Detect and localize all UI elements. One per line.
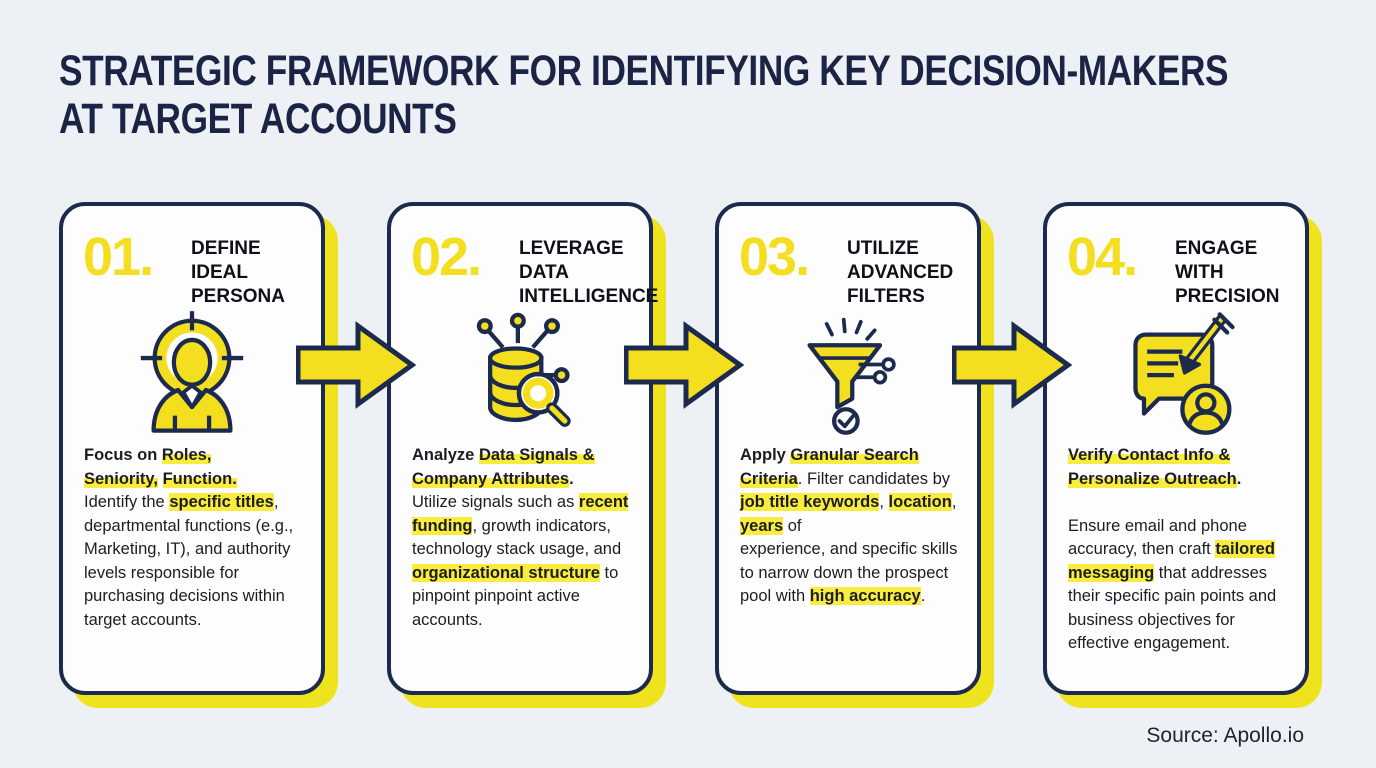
body-text: Identify the	[84, 493, 170, 511]
flow-arrow-icon	[952, 321, 1072, 409]
page-title-line1: STRATEGIC FRAMEWORK FOR IDENTIFYING KEY …	[59, 47, 1229, 95]
body-text: Utilize signals such as	[412, 493, 579, 511]
body-text: ,	[879, 493, 889, 511]
highlighted-text: organizational structure	[412, 563, 600, 582]
body-text: Analyze	[412, 446, 479, 464]
page-title-line2: AT TARGET ACCOUNTS	[59, 95, 457, 143]
step-number: 03.	[739, 227, 810, 287]
body-text: departmental functions (e.g., Marketing,…	[84, 516, 294, 629]
body-text: . Filter candidates by	[797, 469, 951, 488]
step-body: Analyze Data Signals & Company Attributes…	[412, 444, 631, 632]
flow-arrow-icon	[296, 321, 416, 409]
highlighted-text: Verify Contact Info &	[1068, 446, 1231, 464]
step-title: DEFINE IDEAL PERSONA	[191, 238, 285, 307]
step-icon-container	[391, 302, 649, 444]
step-card: 02. LEVERAGE DATA INTELLIGENCE Analyze D…	[387, 202, 658, 695]
highlighted-text: specific titles	[169, 493, 274, 511]
body-text: to pinpoint pinpoint active accounts.	[412, 563, 619, 629]
step-number: 02.	[411, 227, 482, 287]
persona-target-icon	[140, 311, 244, 433]
step-icon-container	[63, 302, 321, 444]
body-text: Apply	[740, 446, 791, 464]
step-card: 04. ENGAGE WITH PRECISION Verify Contact…	[1043, 202, 1309, 695]
body-text: experience, and specific skills to narro…	[740, 540, 958, 605]
highlighted-text: high accuracy	[809, 587, 921, 605]
step-card-header: 04. ENGAGE WITH PRECISION	[1047, 206, 1305, 309]
body-text: ,	[273, 493, 279, 511]
body-text: ,	[951, 493, 957, 511]
highlighted-text: Roles,	[161, 446, 212, 464]
engage-precision-icon	[1133, 312, 1235, 435]
body-text: .	[1236, 469, 1242, 488]
highlighted-text: Personalize Outreach	[1068, 469, 1237, 488]
advanced-filter-icon	[807, 317, 896, 435]
step-body: Focus on Roles,Seniority, Function. Ident…	[84, 444, 303, 632]
body-text: .	[569, 469, 574, 488]
step-card-header: 01. DEFINE IDEAL PERSONA	[63, 206, 321, 309]
body-text: of	[783, 516, 802, 535]
step-number: 04.	[1067, 227, 1138, 287]
step-icon-container	[719, 302, 977, 444]
body-text: Focus on	[84, 446, 162, 464]
step-title: ENGAGE WITH PRECISION	[1175, 238, 1280, 307]
source-attribution: Source: Apollo.io	[1146, 724, 1304, 747]
highlighted-text: location	[888, 493, 952, 511]
body-text: that addresses their specific pain point…	[1068, 563, 1277, 653]
highlighted-text: years	[740, 516, 784, 535]
step-icon-container	[1047, 302, 1305, 444]
step-title: LEVERAGE DATA INTELLIGENCE	[519, 238, 659, 307]
body-text: .	[920, 587, 926, 605]
body-text: Ensure email and phone accuracy, then cr…	[1068, 516, 1247, 559]
data-intelligence-icon	[476, 312, 571, 427]
body-text: , growth indicators, technology stack us…	[412, 516, 622, 559]
step-card: 01. DEFINE IDEAL PERSONA Focus on Roles,…	[59, 202, 325, 695]
steps-flow: 01. DEFINE IDEAL PERSONA Focus on Roles,…	[59, 202, 1319, 702]
highlighted-text: Criteria	[740, 469, 798, 488]
highlighted-text: Function.	[162, 469, 237, 488]
page-title: STRATEGIC FRAMEWORK FOR IDENTIFYING KEY …	[59, 47, 1371, 143]
highlighted-text: Company Attributes	[412, 469, 570, 488]
step-body: Verify Contact Info & Personalize Outreac…	[1068, 444, 1287, 656]
step-card-header: 03. UTILIZE ADVANCED FILTERS	[719, 206, 977, 309]
step-card-header: 02. LEVERAGE DATA INTELLIGENCE	[391, 206, 658, 309]
highlighted-text: Data Signals &	[478, 446, 595, 464]
highlighted-text: Seniority,	[84, 469, 158, 488]
step-card: 03. UTILIZE ADVANCED FILTERS Apply Granu…	[715, 202, 981, 695]
step-title: UTILIZE ADVANCED FILTERS	[847, 238, 954, 307]
highlighted-text: job title keywords	[740, 493, 880, 511]
body-text	[158, 470, 163, 488]
step-number: 01.	[83, 227, 154, 287]
flow-arrow-icon	[624, 321, 744, 409]
highlighted-text: Granular Search	[790, 446, 919, 464]
